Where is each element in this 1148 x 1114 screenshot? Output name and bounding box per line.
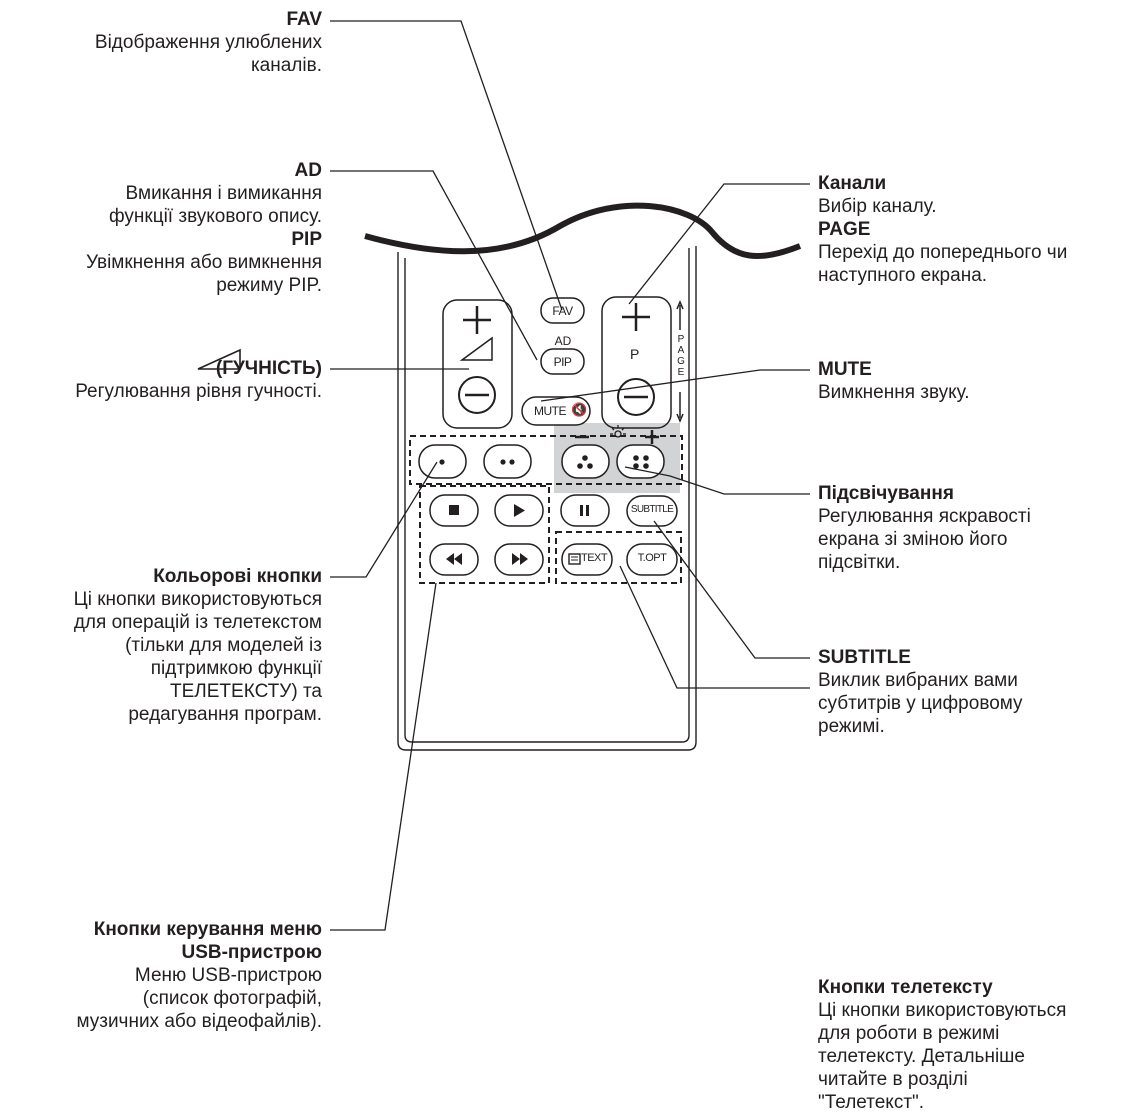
pause-icon (580, 505, 589, 516)
page-letter-g: G (677, 356, 685, 367)
page-letter-p: P (677, 334, 685, 345)
color-button-4[interactable] (616, 444, 665, 479)
usb-menu-description: Меню USB-пристрою (список фотографій, му… (76, 965, 322, 1032)
color-button-group (409, 435, 683, 485)
backlight-sun-icon (610, 425, 626, 438)
cut-line (364, 202, 802, 259)
channel-rocker[interactable] (601, 296, 684, 429)
channel-p-label: P (630, 346, 640, 362)
pause-button[interactable] (560, 494, 610, 527)
callout-fav: FAV Відображення улюблених каналів. (0, 8, 322, 77)
callout-teletext: Кнопки телетексту Ці кнопки використовую… (818, 976, 1148, 1114)
text-button-label: TEXT (581, 552, 608, 564)
callout-backlight: Підсвічування Регулювання яскравості екр… (818, 482, 1148, 574)
color-buttons-title: Кольорові кнопки (153, 566, 322, 587)
stop-icon (449, 505, 459, 515)
volume-title: (ГУЧНІСТЬ) (215, 358, 322, 379)
mute-button[interactable] (521, 396, 591, 426)
callout-channels-page: Канали Вибір каналу. PAGE Перехід до поп… (818, 172, 1148, 287)
page-letter-a: A (677, 345, 685, 356)
callout-color-buttons: Кольорові кнопки Ці кнопки використовуют… (0, 565, 322, 726)
subtitle-description: Виклик вибраних вами субтитрів у цифрово… (818, 670, 1023, 737)
usb-menu-title: Кнопки керування меню USB-пристрою (93, 919, 322, 963)
callout-volume: (ГУЧНІСТЬ) Регулювання рівня гучності. (0, 357, 322, 403)
leader-lines (330, 20, 810, 931)
callout-ad-pip: AD Вмикання і вимикання функції звуковог… (0, 159, 322, 297)
pip-title: PIP (291, 229, 322, 250)
callout-usb-menu: Кнопки керування меню USB-пристрою Меню … (0, 918, 322, 1033)
fav-button-label: FAV (552, 304, 573, 318)
mute-speaker-icon: 🔇 (571, 402, 588, 417)
play-icon (514, 504, 525, 517)
mute-description: Вимкнення звуку. (818, 382, 970, 403)
fast-forward-icon (512, 553, 528, 565)
backlight-title: Підсвічування (818, 483, 954, 504)
mute-title: MUTE (818, 359, 872, 380)
page-title: PAGE (818, 219, 871, 240)
fav-title: FAV (286, 9, 322, 30)
fav-button[interactable] (540, 297, 585, 324)
callout-subtitle: SUBTITLE Виклик вибраних вами субтитрів … (818, 646, 1148, 738)
volume-description: Регулювання рівня гучності. (75, 381, 322, 402)
teletext-icon (568, 553, 581, 565)
text-button[interactable] (561, 543, 613, 576)
color-button-2[interactable] (483, 444, 532, 479)
ad-label: AD (554, 334, 572, 348)
pip-button[interactable] (540, 348, 585, 375)
volume-rocker[interactable] (442, 299, 513, 429)
teletext-title: Кнопки телетексту (818, 977, 993, 998)
pip-button-label: PIP (553, 355, 572, 369)
channels-description: Вибір каналу. (818, 196, 937, 217)
remote-body (397, 246, 697, 751)
topt-button-label: T.OPT (637, 552, 667, 564)
page-vertical-label: P A G E (676, 334, 686, 378)
page-letter-e: E (677, 367, 685, 378)
fav-description: Відображення улюблених каналів. (94, 32, 322, 76)
subtitle-button[interactable] (626, 495, 678, 527)
pip-description: Увімкнення або вимкнення режиму PIP. (85, 252, 322, 296)
callout-mute: MUTE Вимкнення звуку. (818, 358, 1148, 404)
ad-description: Вмикання і вимикання функції звукового о… (108, 183, 322, 227)
topt-button[interactable] (626, 543, 678, 576)
backlight-plus-icon (645, 430, 659, 444)
page-description: Перехід до попереднього чи наступного ек… (818, 242, 1068, 286)
color-buttons-description: Ці кнопки використовуються для операцій … (73, 589, 322, 725)
channels-title: Канали (818, 173, 887, 194)
ad-title: AD (294, 160, 322, 181)
backlight-description: Регулювання яскравості екрана зі зміною … (818, 506, 1031, 573)
mute-button-label: MUTE (534, 404, 567, 418)
color-button-3[interactable] (561, 444, 610, 479)
subtitle-button-label: SUBTITLE (630, 504, 674, 515)
rewind-icon (446, 553, 462, 565)
volume-icon (197, 348, 241, 370)
usb-button-group (419, 485, 550, 584)
teletext-description: Ці кнопки використовуються для роботи в … (818, 1000, 1067, 1113)
subtitle-title: SUBTITLE (818, 647, 911, 668)
